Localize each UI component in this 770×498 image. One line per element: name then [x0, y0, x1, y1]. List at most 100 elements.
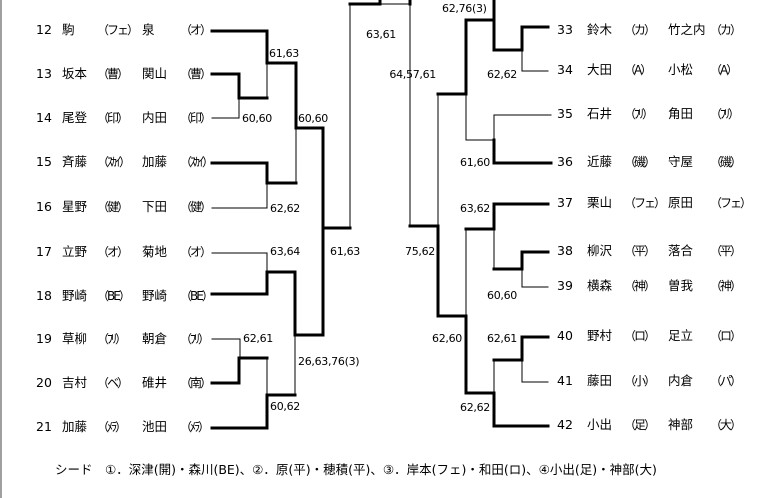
- player1-club: （平）: [624, 244, 656, 258]
- player1-name: 近藤: [587, 154, 613, 169]
- player2-name: 守屋: [668, 154, 694, 169]
- player2-club: （ｽｶｲ）: [180, 155, 214, 169]
- draw-number: 12: [36, 22, 52, 37]
- player1-club: （健）: [97, 200, 129, 214]
- draw-number: 33: [557, 22, 573, 37]
- player1-club: （曹）: [97, 67, 129, 81]
- player2-name: 関山: [142, 66, 168, 81]
- page-border: [0, 0, 2, 498]
- player2-name: 原田: [668, 195, 694, 210]
- draw-number: 21: [36, 419, 52, 434]
- player1-club: （足）: [624, 418, 656, 432]
- match-score: 61,60: [460, 156, 490, 169]
- player2-club: （パ）: [710, 374, 742, 388]
- match-score: 60,60: [242, 112, 272, 125]
- draw-number: 13: [36, 66, 52, 81]
- match-score: 60,60: [298, 112, 328, 125]
- player1-club: （ｽｶｲ）: [97, 155, 131, 169]
- player1-club: （ﾌﾘ）: [97, 332, 127, 346]
- player2-club: （磯）: [710, 155, 742, 169]
- player2-club: （健）: [180, 200, 212, 214]
- player2-club: （大）: [710, 418, 742, 432]
- player2-club: （カ）: [710, 23, 742, 37]
- player2-name: 加藤: [142, 154, 168, 169]
- player2-name: 小松: [668, 62, 694, 77]
- draw-number: 37: [557, 195, 573, 210]
- player1-club: （オ）: [97, 245, 129, 259]
- player1-club: （A）: [624, 63, 652, 77]
- player2-name: 神部: [668, 417, 694, 432]
- player2-club: （オ）: [180, 23, 212, 37]
- player2-club: （平）: [710, 244, 742, 258]
- player1-club: （フェ）: [97, 23, 139, 37]
- player1-club: （ベ）: [97, 376, 129, 390]
- match-score: 26,63,76(3): [298, 355, 360, 368]
- player1-name: 吉村: [62, 375, 88, 390]
- match-score: 62,76(3): [442, 2, 487, 15]
- player2-club: （神）: [710, 279, 742, 293]
- match-score: 60,60: [487, 289, 517, 302]
- player2-name: 内田: [142, 110, 168, 125]
- draw-number: 16: [36, 199, 52, 214]
- player2-club: （南）: [180, 376, 212, 390]
- player1-name: 草柳: [62, 331, 88, 346]
- match-score: 62,62: [270, 202, 300, 215]
- draw-number: 17: [36, 244, 52, 259]
- seed-note: シード ①．深津(開)・森川(BE)、②．原(平)・穂積(平)、③．岸本(フェ)…: [55, 462, 657, 477]
- player2-name: 足立: [668, 328, 694, 343]
- draw-number: 15: [36, 154, 52, 169]
- match-score: 64,57,61: [389, 68, 436, 81]
- player2-club: （ﾒﾗ）: [180, 420, 210, 434]
- match-score: 61,63: [330, 245, 360, 258]
- draw-number: 14: [36, 110, 52, 125]
- match-score: 62,62: [487, 68, 517, 81]
- player2-name: 曽我: [668, 278, 694, 293]
- player1-name: 大田: [587, 62, 613, 77]
- player1-name: 横森: [587, 278, 613, 293]
- player1-name: 坂本: [62, 66, 88, 81]
- player1-club: （ﾌﾘ）: [624, 107, 654, 121]
- match-score: 75,62: [405, 245, 435, 258]
- player2-club: （ﾌﾘ）: [180, 332, 210, 346]
- player1-name: 駒: [62, 22, 75, 37]
- player1-club: （ﾒﾗ）: [97, 420, 127, 434]
- player2-name: 泉: [142, 22, 155, 37]
- draw-number: 18: [36, 288, 52, 303]
- match-score: 62,60: [432, 332, 462, 345]
- draw-number: 36: [557, 154, 573, 169]
- player1-club: （BE）: [97, 289, 131, 303]
- player2-name: 下田: [142, 199, 168, 214]
- draw-number: 40: [557, 328, 573, 343]
- player1-name: 星野: [62, 199, 88, 214]
- draw-number: 41: [557, 373, 573, 388]
- player1-club: （印）: [97, 111, 129, 125]
- player2-club: （A）: [710, 63, 738, 77]
- player1-name: 尾登: [62, 110, 88, 125]
- player1-name: 鈴木: [587, 22, 613, 37]
- draw-number: 39: [557, 278, 573, 293]
- player1-name: 野村: [587, 328, 613, 343]
- player2-name: 角田: [668, 106, 694, 121]
- draw-number: 42: [557, 417, 573, 432]
- player2-club: （BE）: [180, 289, 214, 303]
- player2-club: （曹）: [180, 67, 212, 81]
- match-score: 62,62: [460, 401, 490, 414]
- player1-name: 藤田: [587, 373, 613, 388]
- player2-name: 落合: [668, 243, 694, 258]
- match-score: 61,63: [269, 47, 299, 60]
- player1-name: 立野: [62, 244, 88, 259]
- match-score: 62,61: [487, 332, 517, 345]
- match-score: 63,61: [366, 28, 396, 41]
- player1-club: （磯）: [624, 155, 656, 169]
- player2-club: （オ）: [180, 245, 212, 259]
- player2-club: （ロ）: [710, 329, 742, 343]
- match-score: 63,62: [460, 202, 490, 215]
- player1-name: 加藤: [62, 419, 88, 434]
- player1-club: （小）: [624, 374, 656, 388]
- player1-name: 石井: [587, 106, 613, 121]
- player2-name: 朝倉: [142, 331, 168, 346]
- player2-name: 碓井: [142, 375, 168, 390]
- draw-number: 34: [557, 62, 573, 77]
- player2-name: 菊地: [142, 244, 168, 259]
